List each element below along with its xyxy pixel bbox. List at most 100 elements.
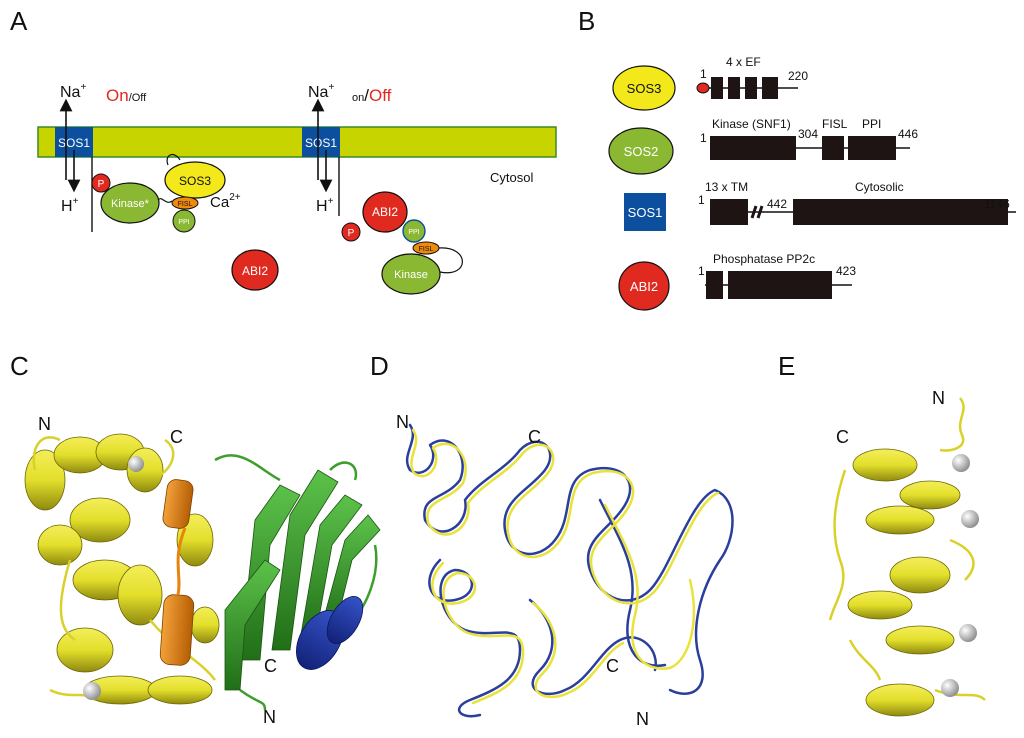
trace-blue <box>405 423 734 718</box>
sos2-mid: 304 <box>798 127 818 141</box>
abi2-domain-label: Phosphatase PP2c <box>713 252 815 266</box>
d-label-n-bottom: N <box>636 709 649 729</box>
sos2-kinase-domain <box>710 136 796 160</box>
sos1-left-label: SOS1 <box>58 136 90 150</box>
kinase-inactive <box>381 253 441 295</box>
fisl-right-label: FISL <box>419 246 434 253</box>
sos3-myristoyl <box>696 82 710 94</box>
ef-hand-2 <box>728 77 740 99</box>
sos3-legend <box>612 65 676 111</box>
cytosol-label: Cytosol <box>490 170 533 185</box>
na-left-label: Na+ <box>60 82 86 101</box>
fisl-loop <box>176 527 187 596</box>
panel-a: SOS1 Na+ H+ On/Off SOS3 Kinase* P FISL P… <box>37 82 557 295</box>
on-off-right: on/Off <box>352 86 392 105</box>
sos1-legend-label: SOS1 <box>628 205 663 220</box>
sos1-end: 1146 <box>984 197 1010 211</box>
e-label-c-top: C <box>836 427 849 447</box>
trace-yellow <box>410 428 720 705</box>
sos1-right-label: SOS1 <box>305 136 337 150</box>
phospho-left <box>91 173 111 193</box>
na-right-label: Na+ <box>308 82 334 101</box>
c-label-n-bottom: N <box>263 707 276 727</box>
sos3-start: 1 <box>700 67 707 81</box>
ppi-left <box>172 209 196 233</box>
ppi-right-label: PPI <box>408 229 419 236</box>
fisl-left <box>171 196 199 210</box>
ppi-right <box>402 219 426 243</box>
kinase-active-label: Kinase* <box>111 198 150 210</box>
h-right-label: H+ <box>316 196 334 215</box>
sos2-start: 1 <box>700 131 707 145</box>
calcium-ion-e1 <box>952 454 970 472</box>
phospho-left-label: P <box>98 179 105 190</box>
sos2-domain-ppi: PPI <box>862 117 881 131</box>
calcium-ion-c2 <box>83 682 101 700</box>
calcium-ion-c1 <box>128 456 144 472</box>
abi2-domain-b <box>728 271 832 299</box>
abi2-legend <box>618 261 670 311</box>
abi2-start: 1 <box>698 264 705 278</box>
panel-label-c: C <box>10 351 29 381</box>
c-label-c-mid: C <box>264 656 277 676</box>
sos1-break <box>750 205 764 219</box>
ef-hand-3 <box>745 77 757 99</box>
panel-b: SOS3 1 220 4 x EF SOS2 1 304 446 Kinase … <box>608 55 1016 311</box>
abi2-bound <box>362 191 408 233</box>
sos3-helices <box>24 433 220 705</box>
phospho-right <box>341 222 361 242</box>
sos1-cytosolic-domain <box>793 199 1008 225</box>
sos3-legend-label: SOS3 <box>627 81 662 96</box>
sos1-right-box <box>302 127 340 157</box>
panel-label-a: A <box>10 6 28 36</box>
ef-hand-1 <box>711 77 723 99</box>
ef-hand-4 <box>762 77 778 99</box>
fisl-helix <box>159 479 195 666</box>
kinase-active <box>100 182 160 224</box>
on-off-left: On/Off <box>106 86 147 105</box>
sos2-end: 446 <box>898 127 918 141</box>
calcium-ion-e2 <box>961 510 979 528</box>
sos3-e-helices <box>847 448 961 717</box>
c-label-n-top: N <box>38 414 51 434</box>
ppi-loops <box>214 454 378 711</box>
ppi-left-label: PPI <box>178 219 189 226</box>
abi2-legend-label: ABI2 <box>630 279 658 294</box>
sos1-start: 1 <box>698 193 705 207</box>
h-left-label: H+ <box>61 196 79 215</box>
d-label-n-top: N <box>396 412 409 432</box>
panel-label-b: B <box>578 6 595 36</box>
kinase-inactive-label: Kinase <box>394 269 428 281</box>
sos2-legend <box>608 127 674 175</box>
panel-label-e: E <box>778 351 795 381</box>
fisl-left-label: FISL <box>178 201 193 208</box>
panel-e-structure: N C <box>828 388 986 717</box>
sos1-tm-domain <box>710 199 748 225</box>
sos2-ppi-domain <box>848 136 896 160</box>
ppi-blue-helix <box>296 596 364 670</box>
sos1-mid: 442 <box>767 197 787 211</box>
sos1-domain-tm: 13 x TM <box>705 180 748 194</box>
sos2-fisl-domain <box>822 136 844 160</box>
panel-label-d: D <box>370 351 389 381</box>
phospho-right-label: P <box>348 228 355 239</box>
sos3-domain: 4 x EF <box>726 55 761 69</box>
membrane <box>37 126 557 158</box>
sos3-left-label: SOS3 <box>179 174 211 188</box>
sos1-legend <box>624 193 666 231</box>
d-label-c-mid: C <box>606 656 619 676</box>
calcium-label: Ca2+ <box>210 192 241 211</box>
abi2-domain-a <box>706 271 723 299</box>
d-label-c-top: C <box>528 427 541 447</box>
sos1-domain-cytosolic: Cytosolic <box>855 180 904 194</box>
abi2-free <box>231 249 279 291</box>
calcium-ion-e3 <box>959 624 977 642</box>
e-label-n-top: N <box>932 388 945 408</box>
abi2-end: 423 <box>836 264 856 278</box>
sos2-domain-fisl: FISL <box>822 117 848 131</box>
c-label-c-top: C <box>170 427 183 447</box>
sos2-legend-label: SOS2 <box>624 144 659 159</box>
sos2-domain-kinase: Kinase (SNF1) <box>712 117 791 131</box>
linker-right <box>438 247 463 274</box>
